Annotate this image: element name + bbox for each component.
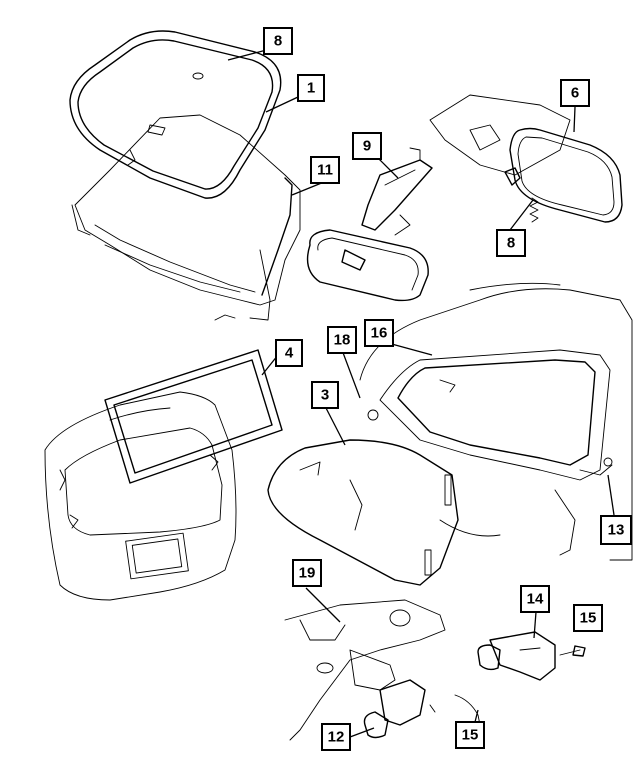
callout-label: 14 <box>527 591 544 608</box>
latch-assembly-drawing <box>284 599 481 741</box>
quarter-glass-drawing <box>267 282 633 586</box>
callout-3: 3 <box>311 381 339 409</box>
callout-15-lower: 15 <box>455 721 485 749</box>
callout-4: 4 <box>275 339 303 367</box>
callout-label: 8 <box>274 33 282 50</box>
liftgate-drawing <box>44 349 283 601</box>
callout-9: 9 <box>352 132 382 160</box>
callout-label: 9 <box>363 138 371 155</box>
callout-11: 11 <box>310 156 340 184</box>
hinge-assembly-drawing <box>477 631 586 681</box>
callout-16: 16 <box>364 319 394 347</box>
callout-label: 11 <box>317 162 333 179</box>
callout-label: 12 <box>328 729 345 746</box>
leader-lines <box>227 46 615 738</box>
callout-18: 18 <box>327 326 357 354</box>
callout-5: 8 <box>263 27 293 55</box>
callout-label: 16 <box>371 325 388 342</box>
callout-label: 8 <box>507 235 515 252</box>
callout-19: 19 <box>292 559 322 587</box>
callout-label: 19 <box>299 565 316 582</box>
callout-label: 4 <box>285 345 294 362</box>
callout-1: 1 <box>297 74 325 102</box>
callout-14: 14 <box>520 585 550 613</box>
callout-label: 6 <box>571 85 579 102</box>
callout-label: 18 <box>334 332 351 349</box>
callout-15-upper: 15 <box>573 604 603 632</box>
callout-label: 1 <box>307 80 315 97</box>
windshield-assembly-drawing <box>69 30 301 321</box>
callout-label: 3 <box>321 387 329 404</box>
callout-12: 12 <box>321 723 351 751</box>
callout-label: 15 <box>580 610 597 627</box>
rearview-mirror-drawing <box>429 94 623 223</box>
callout-6: 6 <box>560 79 590 107</box>
callout-13: 13 <box>600 515 632 545</box>
interior-mirror-drawing <box>306 147 433 302</box>
callout-8: 8 <box>496 229 526 257</box>
callout-label: 13 <box>608 522 625 539</box>
callout-label: 15 <box>462 727 479 744</box>
